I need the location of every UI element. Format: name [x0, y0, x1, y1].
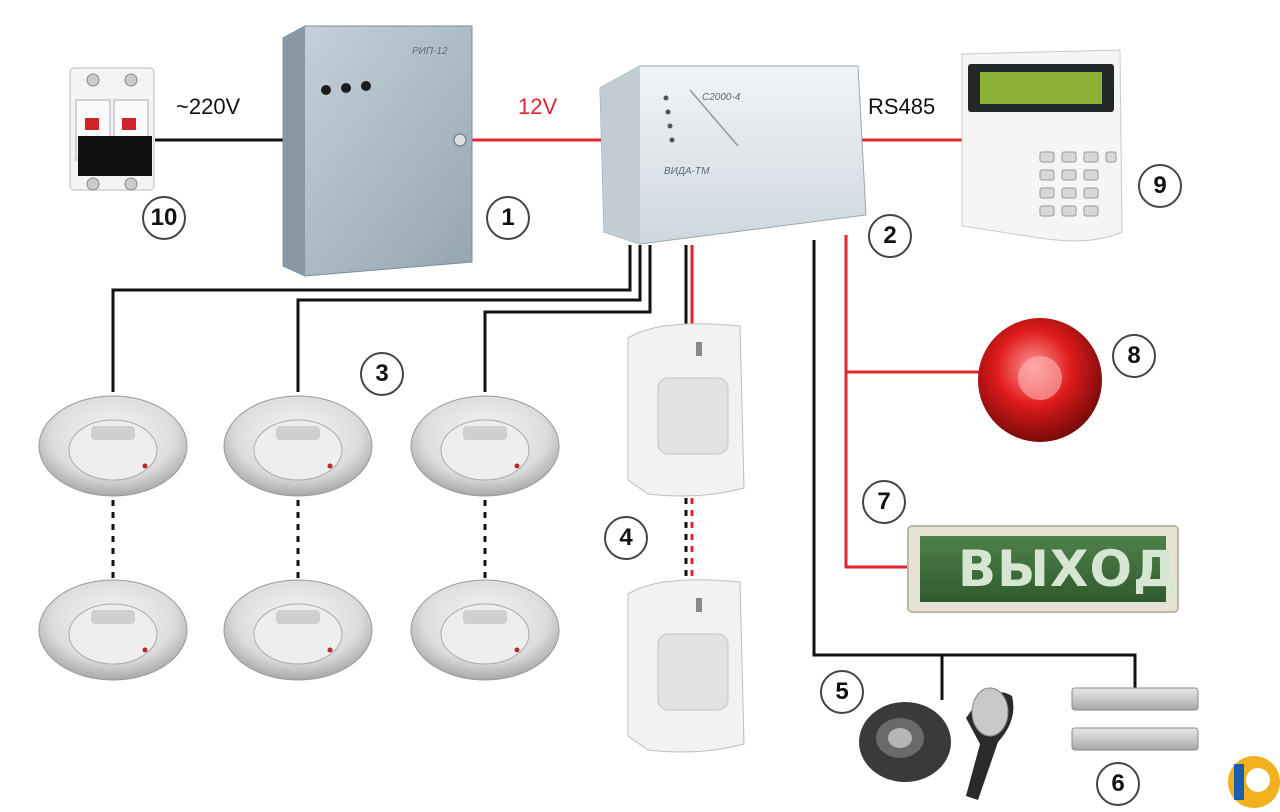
smoke-detector-icon [223, 395, 373, 497]
wire-detector-loop-1 [111, 245, 632, 392]
callout-4: 4 [604, 516, 648, 560]
siren-icon [978, 318, 1102, 442]
wire-detector-loop-2 [296, 245, 642, 392]
control-panel-icon [599, 65, 867, 245]
callout-10: 10 [142, 196, 186, 240]
wire-access [812, 240, 1137, 690]
logo-icon [1228, 756, 1280, 808]
callout-9: 9 [1138, 164, 1182, 208]
callout-8: 8 [1112, 334, 1156, 378]
wire-detector-loop-3 [483, 245, 652, 392]
panel-brand: С2000-4 [702, 92, 741, 103]
wiring [111, 138, 1137, 700]
motion-sensor-icon [627, 579, 745, 753]
motion-sensor-icon [627, 323, 745, 497]
callout-2: 2 [868, 214, 912, 258]
keypad-icon [961, 49, 1123, 242]
callout-3: 3 [360, 352, 404, 396]
callout-7: 7 [862, 480, 906, 524]
wire-exit [844, 372, 912, 569]
label-rs485: RS485 [868, 94, 936, 119]
panel-model: ВИДА-ТМ [664, 166, 710, 177]
callout-5: 5 [820, 670, 864, 714]
callout-6: 6 [1096, 762, 1140, 806]
smoke-detector-icon [410, 395, 560, 497]
label-12v: 12V [518, 94, 558, 119]
smoke-detector-icon [223, 579, 373, 681]
smoke-detector-icon [38, 395, 188, 497]
magnetic-contact-icon [1071, 687, 1199, 751]
circuit-breaker-icon [69, 67, 155, 191]
smoke-detectors [38, 395, 560, 681]
smoke-detector-icon [38, 579, 188, 681]
power-supply-icon [282, 25, 473, 277]
wire-siren [844, 235, 985, 374]
callout-1: 1 [486, 196, 530, 240]
exit-sign-text: ВЫХОД [958, 540, 1179, 598]
psu-brand: РИП-12 [412, 46, 448, 57]
key-reader-icon [859, 687, 1014, 800]
exit-sign-icon [907, 525, 1179, 613]
smoke-detector-icon [410, 579, 560, 681]
label-mains: ~220V [176, 94, 241, 119]
